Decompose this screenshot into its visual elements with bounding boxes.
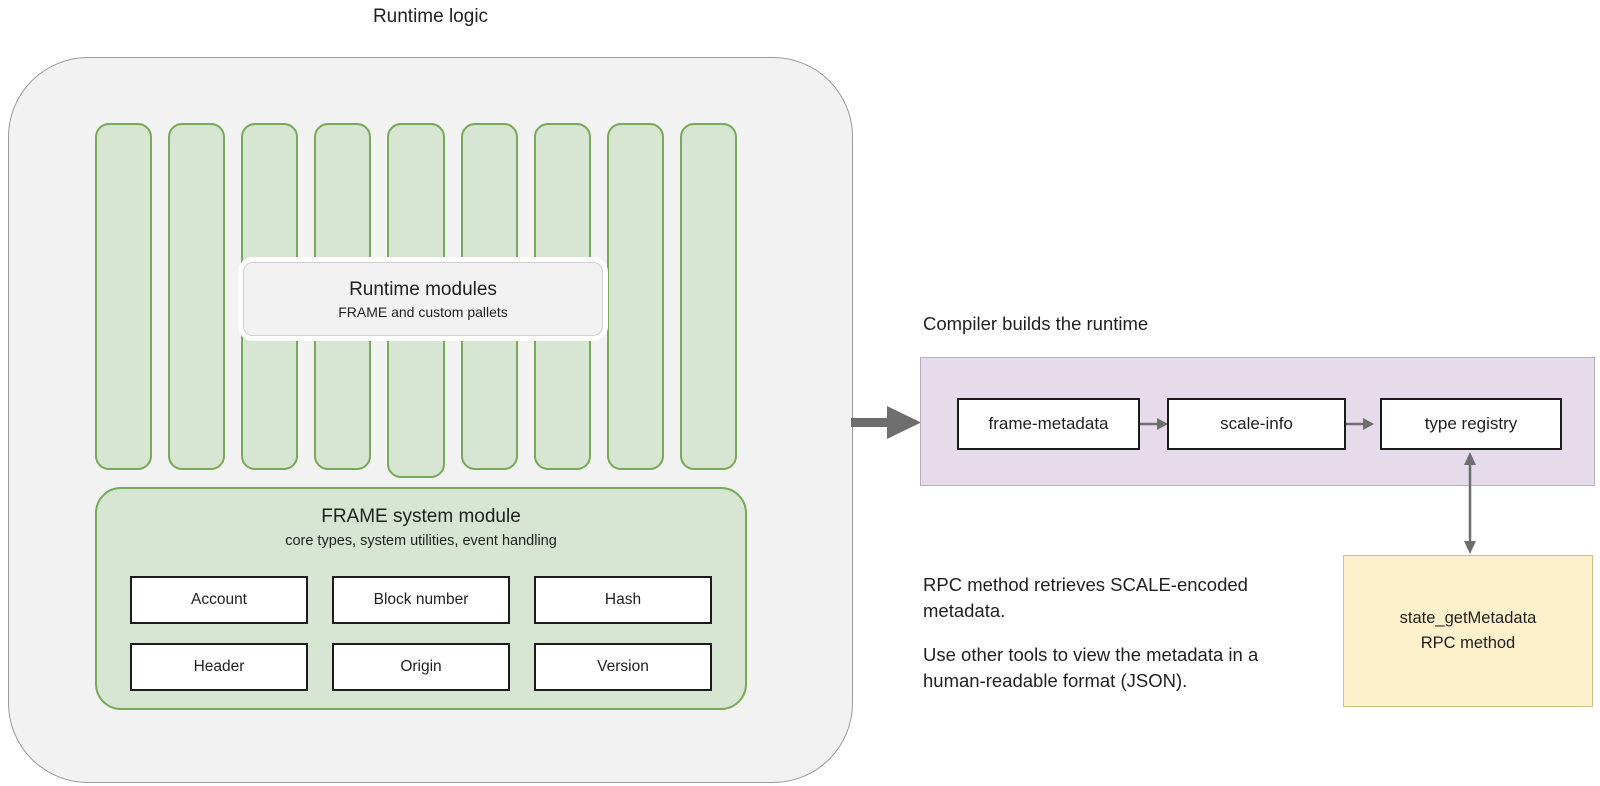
runtime-modules-title: Runtime modules <box>349 278 497 300</box>
rpc-method-label: RPC method <box>1420 634 1516 652</box>
runtime-module-bar <box>679 123 737 470</box>
rpc-paragraph-1-line-2: metadata. <box>923 600 1006 621</box>
runtime-module-bar <box>606 123 664 470</box>
frame-system-subtitle: core types, system utilities, event hand… <box>285 533 557 549</box>
pipeline-scale-info: scale-info <box>1167 398 1346 450</box>
frame-system-items: Account Block number Hash Header Origin … <box>97 576 745 691</box>
runtime-module-bar <box>95 123 153 470</box>
pipeline-frame-metadata: frame-metadata <box>957 398 1140 450</box>
pipeline-arrow-icon <box>1343 418 1374 430</box>
frame-item-origin: Origin <box>332 643 510 691</box>
state-getmetadata-box: state_getMetadata RPC method <box>1343 555 1593 707</box>
metadata-double-arrow-icon <box>1464 452 1476 554</box>
compile-arrow-icon <box>851 406 921 439</box>
pipeline-type-registry: type registry <box>1380 398 1562 450</box>
pipeline-arrow-icon <box>1137 418 1168 430</box>
rpc-paragraph-1-line-1: RPC method retrieves SCALE-encoded <box>923 574 1248 595</box>
frame-item-account: Account <box>130 576 308 624</box>
rpc-paragraph-2-line-1: Use other tools to view the metadata in … <box>923 644 1259 665</box>
frame-item-block-number: Block number <box>332 576 510 624</box>
frame-item-header: Header <box>130 643 308 691</box>
rpc-paragraph-2-line-2: human-readable format (JSON). <box>923 670 1188 691</box>
rpc-paragraph-2: Use other tools to view the metadata in … <box>923 642 1353 694</box>
rpc-method-name: state_getMetadata <box>1399 609 1537 627</box>
frame-item-version: Version <box>534 643 712 691</box>
rpc-paragraph-1: RPC method retrieves SCALE-encoded metad… <box>923 572 1353 624</box>
runtime-modules-label: Runtime modules FRAME and custom pallets <box>243 262 603 336</box>
frame-system-module-box: FRAME system module core types, system u… <box>95 487 747 710</box>
runtime-modules-subtitle: FRAME and custom pallets <box>338 303 508 320</box>
frame-system-title: FRAME system module <box>321 506 521 527</box>
compiler-title: Compiler builds the runtime <box>923 313 1149 334</box>
runtime-module-bar <box>168 123 226 470</box>
runtime-logic-title: Runtime logic <box>372 6 489 27</box>
frame-item-hash: Hash <box>534 576 712 624</box>
